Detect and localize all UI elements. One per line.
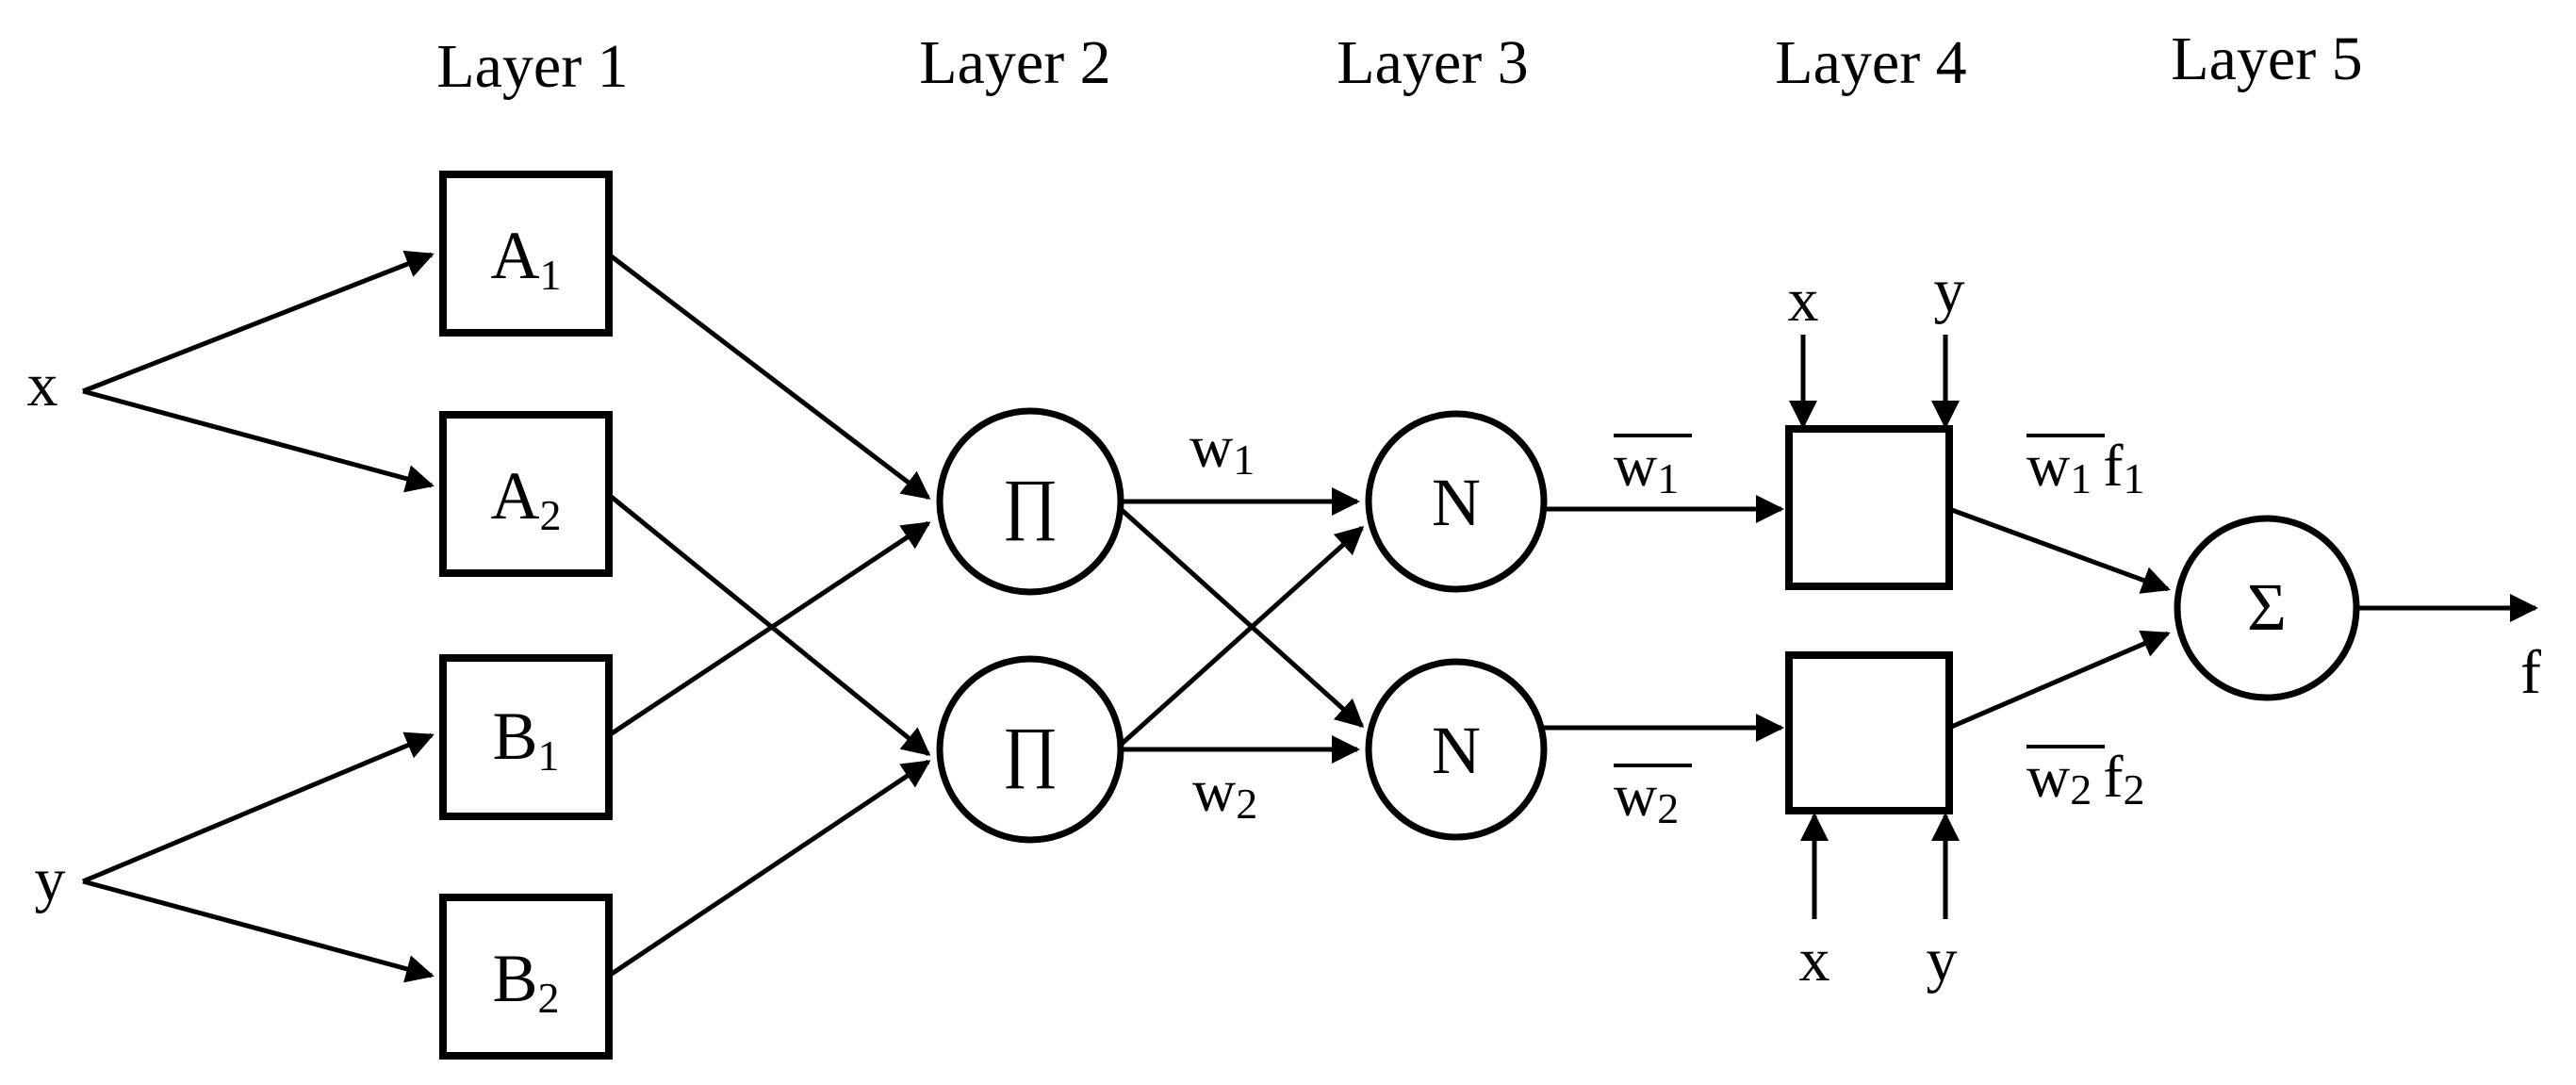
layer3-node-1: N — [1365, 410, 1548, 593]
edge-label-wbar2: w2 — [1614, 762, 1692, 832]
normalize-symbol-1: N — [1432, 465, 1481, 540]
layer1-node-b1: B1 — [439, 654, 613, 820]
layer1-node-a2: A2 — [439, 411, 613, 577]
edge-label-w2: w2 — [1192, 757, 1257, 828]
a1-letter: A — [491, 218, 540, 293]
edge-label-wbar1: w1 — [1614, 432, 1692, 502]
product-symbol-2: ∏ — [1002, 714, 1058, 789]
svg-text:w2: w2 — [1614, 762, 1679, 832]
layer1-node-a1: A1 — [439, 171, 613, 337]
layer-1-title: Layer 1 — [436, 32, 628, 101]
layer4-bottom-x-label: x — [1799, 926, 1830, 995]
input-edges — [82, 250, 435, 983]
svg-text:w1: w1 — [1614, 432, 1679, 502]
layer-3-title: Layer 3 — [1337, 28, 1528, 97]
layer2-node-1: ∏ — [936, 407, 1124, 596]
layer4-top-x-label: x — [1788, 266, 1819, 335]
layer4-node-2 — [1785, 651, 1953, 814]
edge-label-w1: w1 — [1190, 413, 1255, 484]
svg-text:A2: A2 — [491, 458, 562, 539]
product-symbol-1: ∏ — [1002, 466, 1058, 541]
input-x-label: x — [27, 351, 58, 419]
layer3-to-layer4-edges — [1544, 495, 1784, 742]
layer4-to-layer5-edges — [1948, 506, 2171, 731]
layer2-to-layer3-edges — [1119, 487, 1365, 764]
output-f-label: f — [2520, 638, 2541, 707]
layer-5-title: Layer 5 — [2171, 25, 2362, 93]
layer1-to-layer2-edges — [607, 253, 931, 978]
a1-sub: 1 — [540, 251, 562, 299]
layer-2-title: Layer 2 — [919, 28, 1110, 97]
layer4-top-y-label: y — [1934, 256, 1965, 325]
normalize-symbol-2: N — [1432, 713, 1481, 788]
svg-text:A1: A1 — [491, 218, 562, 299]
layer1-node-b2: B2 — [439, 894, 613, 1060]
b2-sub: 2 — [538, 974, 560, 1022]
a2-letter: A — [491, 458, 540, 534]
b1-sub: 1 — [538, 732, 560, 780]
svg-text:B2: B2 — [492, 941, 559, 1022]
a2-sub: 2 — [540, 491, 562, 539]
layer4-bottom-y-label: y — [1927, 926, 1958, 995]
layer-4-title: Layer 4 — [1775, 28, 1966, 97]
layer3-node-2: N — [1365, 658, 1548, 841]
b2-letter: B — [492, 941, 537, 1016]
input-y-label: y — [35, 846, 66, 914]
layer5-node: Σ — [2174, 515, 2360, 701]
layer4-input-arrows — [1789, 335, 1960, 919]
layer4-node-1 — [1785, 425, 1953, 590]
sum-symbol: Σ — [2247, 569, 2287, 645]
layer2-node-2: ∏ — [936, 655, 1124, 844]
svg-text:B1: B1 — [492, 699, 559, 780]
b1-letter: B — [492, 699, 537, 774]
